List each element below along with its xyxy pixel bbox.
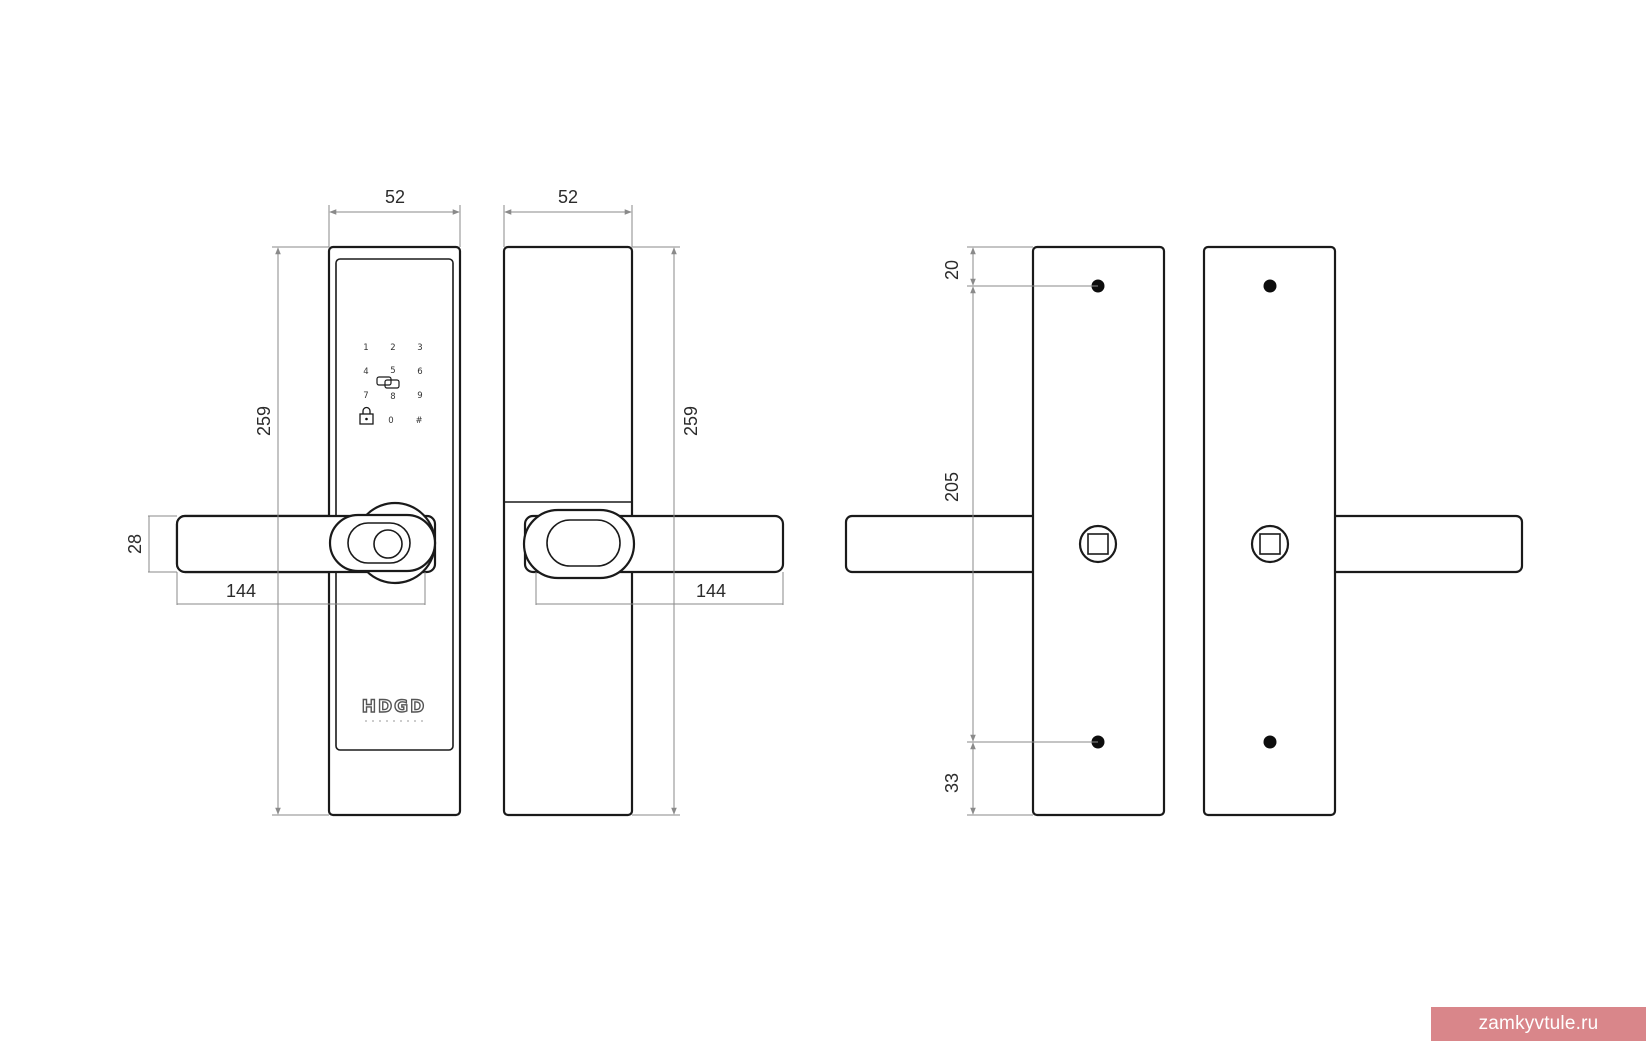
- mount-plate-view-left: [844, 245, 1166, 817]
- dim-front-handle-length: 144: [226, 581, 256, 601]
- fingerprint-sensor: [373, 529, 403, 559]
- lock-icon: [359, 406, 374, 425]
- spindle-square-right: [1259, 533, 1281, 555]
- front-view: 1 2 3 4 5 6 7 8 9 0 # HDGD: [175, 245, 462, 817]
- mount-handle-left: [844, 514, 1043, 574]
- dim-front-width: 52: [385, 187, 405, 207]
- key-0[interactable]: 0: [388, 416, 393, 426]
- fingerprint-housing: [328, 513, 437, 573]
- key-4[interactable]: 4: [363, 367, 368, 377]
- spindle-ring-left: [1078, 524, 1118, 564]
- dim-back-width: 52: [558, 187, 578, 207]
- key-9[interactable]: 9: [417, 391, 422, 401]
- dim-back-handle-length: 144: [696, 581, 726, 601]
- back-handle-boss: [522, 508, 636, 580]
- fingerprint-recess: [347, 522, 411, 564]
- key-5[interactable]: 5: [390, 366, 395, 376]
- keypad: 1 2 3 4 5 6 7 8 9 0 #: [359, 343, 423, 426]
- mount-handle-right: [1326, 514, 1524, 574]
- key-6[interactable]: 6: [417, 367, 422, 377]
- watermark[interactable]: zamkyvtule.ru: [1431, 1007, 1646, 1041]
- dimension-lines: 52 52 259 259 28 144 144: [125, 187, 1098, 816]
- key-8[interactable]: 8: [390, 392, 395, 402]
- brand-logo: HDGD: [362, 697, 426, 717]
- dim-hole-spacing: 205: [942, 472, 962, 502]
- screw-hole-bottom-right: [1263, 735, 1277, 749]
- key-3[interactable]: 3: [417, 343, 422, 353]
- back-view: [502, 245, 785, 817]
- spindle-square-left: [1087, 533, 1109, 555]
- dim-front-height: 259: [254, 406, 274, 436]
- back-handle-recess: [546, 519, 621, 567]
- dim-top-hole-offset: 20: [942, 260, 962, 280]
- spindle-ring-right: [1250, 524, 1290, 564]
- front-glass-panel: [335, 258, 454, 751]
- card-icon: [376, 376, 400, 389]
- dim-back-height: 259: [681, 406, 701, 436]
- key-7[interactable]: 7: [363, 391, 368, 401]
- key-2[interactable]: 2: [390, 343, 395, 353]
- key-1[interactable]: 1: [363, 343, 368, 353]
- screw-hole-top-right: [1263, 279, 1277, 293]
- mount-plate-view-right: [1202, 245, 1524, 817]
- dim-bottom-hole-offset: 33: [942, 773, 962, 793]
- key-hash[interactable]: #: [415, 416, 422, 426]
- dim-handle-height: 28: [125, 534, 145, 554]
